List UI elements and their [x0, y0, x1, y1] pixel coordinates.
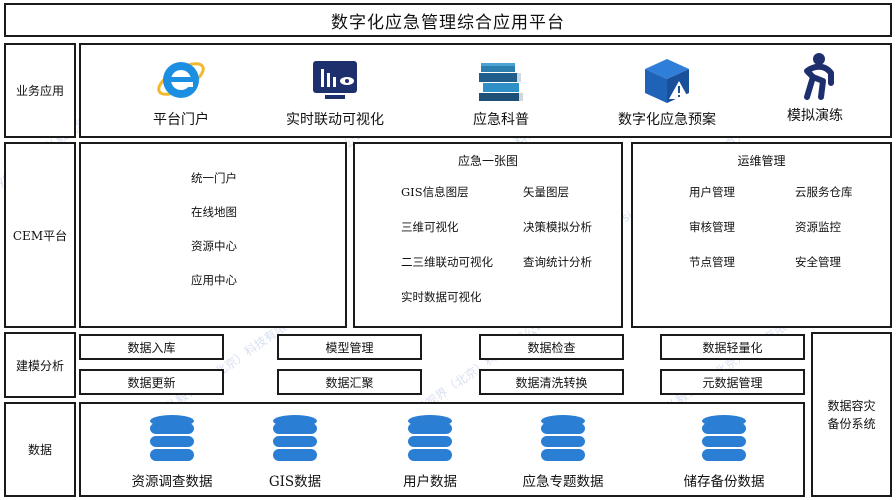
db-gis[interactable]: GIS数据 — [240, 414, 350, 490]
ops-item[interactable]: 资源监控 — [795, 220, 841, 234]
panel-title: 运维管理 — [737, 154, 786, 168]
tool-data-aggregation[interactable]: 数据汇聚 — [277, 369, 422, 395]
monitor-eye-icon — [265, 57, 405, 105]
db-storage-backup[interactable]: 储存备份数据 — [669, 414, 779, 490]
portal-item[interactable]: 资源中心 — [191, 239, 237, 253]
portal-item[interactable]: 统一门户 — [191, 171, 237, 185]
tool-model-management[interactable]: 模型管理 — [277, 334, 422, 360]
db-label: 储存备份数据 — [683, 474, 765, 490]
ie-browser-icon — [111, 53, 251, 105]
tool-metadata-management[interactable]: 元数据管理 — [660, 369, 805, 395]
app-label: 平台门户 — [153, 112, 209, 128]
app-simulation-drill[interactable]: 模拟演练 — [745, 51, 885, 125]
tool-data-lightweight[interactable]: 数据轻量化 — [660, 334, 805, 360]
map-item[interactable]: 三维可视化 — [401, 220, 459, 234]
app-label: 模拟演练 — [787, 108, 843, 124]
portal-item[interactable]: 应用中心 — [191, 273, 237, 287]
map-item[interactable]: 查询统计分析 — [523, 255, 592, 269]
db-resource-survey[interactable]: 资源调查数据 — [117, 414, 227, 490]
map-item[interactable]: GIS信息图层 — [401, 185, 469, 199]
tool-data-check[interactable]: 数据检查 — [479, 334, 624, 360]
emergency-map-panel: 应急一张图 GIS信息图层 矢量图层 三维可视化 决策模拟分析 二三维联动可视化… — [353, 142, 623, 328]
app-label: 数字化应急预案 — [618, 112, 716, 128]
warning-box-icon — [597, 55, 737, 105]
books-icon — [431, 57, 571, 105]
business-apps-panel: 平台门户 实时联动可视化 — [79, 43, 892, 138]
app-label: 实时联动可视化 — [286, 112, 384, 128]
panel-title: 应急一张图 — [457, 154, 518, 168]
data-panel: 资源调查数据 GIS数据 用户数据 — [79, 402, 805, 497]
map-item[interactable]: 二三维联动可视化 — [401, 255, 493, 269]
db-label: GIS数据 — [268, 474, 322, 490]
db-user[interactable]: 用户数据 — [375, 414, 485, 490]
portal-panel: 统一门户 在线地图 资源中心 应用中心 — [79, 142, 347, 328]
database-icon — [240, 414, 350, 464]
ops-item[interactable]: 审核管理 — [689, 220, 735, 234]
database-icon — [375, 414, 485, 464]
database-icon — [117, 414, 227, 464]
app-platform-portal[interactable]: 平台门户 — [111, 53, 251, 129]
db-label: 应急专题数据 — [522, 474, 604, 490]
backup-system-label: 数据容灾备份系统 — [827, 398, 876, 431]
row-label-data: 数据 — [4, 402, 76, 497]
ops-item[interactable]: 云服务仓库 — [795, 185, 853, 199]
portal-item[interactable]: 在线地图 — [191, 205, 237, 219]
row-label-business: 业务应用 — [4, 43, 76, 138]
map-item[interactable]: 矢量图层 — [523, 185, 569, 199]
db-label: 资源调查数据 — [131, 474, 213, 490]
map-item[interactable]: 实时数据可视化 — [401, 290, 482, 304]
tool-data-cleaning[interactable]: 数据清洗转换 — [479, 369, 624, 395]
backup-system-box: 数据容灾备份系统 — [811, 332, 892, 497]
ops-item[interactable]: 节点管理 — [689, 255, 735, 269]
page-title: 数字化应急管理综合应用平台 — [4, 3, 892, 37]
app-emergency-science[interactable]: 应急科普 — [431, 57, 571, 129]
db-emergency-topic[interactable]: 应急专题数据 — [508, 414, 618, 490]
row-label-modeling: 建模分析 — [4, 332, 76, 398]
ops-item[interactable]: 安全管理 — [795, 255, 841, 269]
database-icon — [669, 414, 779, 464]
app-realtime-visualization[interactable]: 实时联动可视化 — [265, 57, 405, 129]
tool-data-import[interactable]: 数据入库 — [79, 334, 224, 360]
app-label: 应急科普 — [473, 112, 529, 128]
db-label: 用户数据 — [403, 474, 457, 490]
database-icon — [508, 414, 618, 464]
app-digital-emergency-plan[interactable]: 数字化应急预案 — [597, 55, 737, 129]
tool-data-update[interactable]: 数据更新 — [79, 369, 224, 395]
person-exercise-icon — [745, 51, 885, 101]
ops-item[interactable]: 用户管理 — [689, 185, 735, 199]
ops-panel: 运维管理 用户管理 云服务仓库 审核管理 资源监控 节点管理 安全管理 — [631, 142, 892, 328]
row-label-cem: CEM平台 — [4, 142, 76, 328]
map-item[interactable]: 决策模拟分析 — [523, 220, 592, 234]
